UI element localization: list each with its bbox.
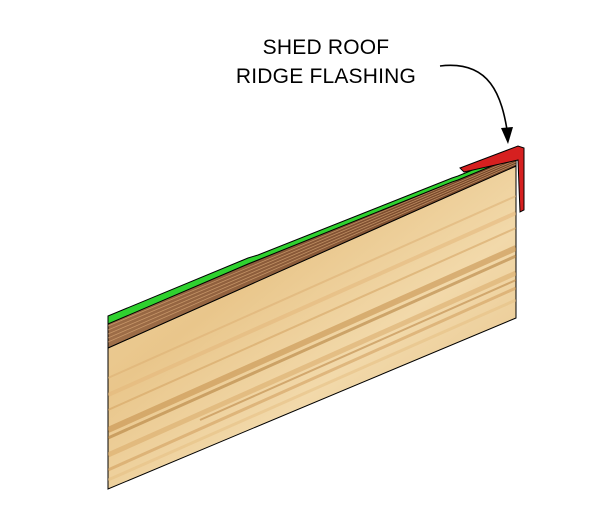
ridge-flashing [459, 145, 525, 213]
callout-label-line1: SHED ROOF [262, 36, 390, 59]
shingle-edge-lines [107, 155, 517, 343]
arrow-head [501, 127, 513, 144]
callout-label-line2: RIDGE FLASHING [235, 65, 417, 88]
wood-grain [108, 195, 516, 482]
leader-arrow-line [439, 64, 509, 137]
